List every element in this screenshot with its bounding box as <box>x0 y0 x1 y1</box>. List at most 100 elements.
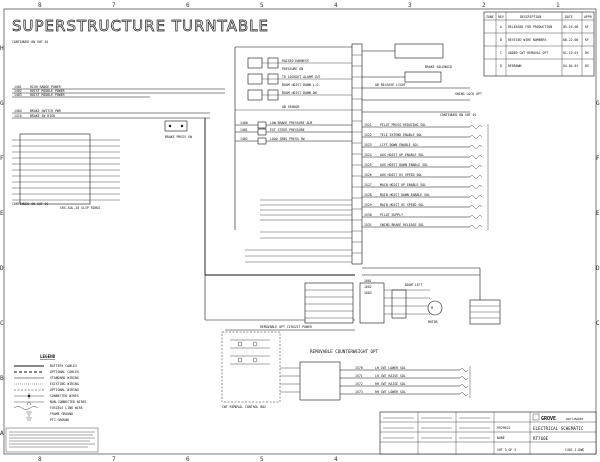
continued-label-right-top: CONTINUED ON SHT 01 <box>440 113 477 117</box>
drawing-model: RT760E <box>533 436 549 441</box>
solenoid-wire: 1526 <box>364 173 372 177</box>
grid-col-6-bottom: 6 <box>186 456 190 462</box>
counterweight-title: REMOVABLE COUNTERWEIGHT OPT <box>310 349 379 354</box>
legend-item: STANDARD WIRING <box>50 376 79 380</box>
legend-item: BATTERY CABLES <box>50 364 77 368</box>
grid-col-3: 3 <box>408 2 412 9</box>
cwt-wire: 1573 <box>355 390 363 394</box>
module-label: BOOM HOIST DOWN L.O. <box>282 83 320 87</box>
legend-title: LEGEND <box>40 354 56 359</box>
rev-desc: REVISED WIRE NUMBERS <box>508 38 546 42</box>
grid-row-c-right: C <box>596 320 600 327</box>
sensor-lines: 1480 LOW BRAKE PRESSURE ALM 1481 EXT STE… <box>235 121 355 145</box>
grid-col-5-bottom: 5 <box>260 456 264 462</box>
rev-header: REV <box>498 15 504 19</box>
module-label: BOOM HOIST DOWN DN <box>282 91 317 95</box>
solenoid-label: AUX HOIST DOWN ENABLE SOL <box>380 163 428 167</box>
legend-item: EXISTING WIRING <box>50 382 79 386</box>
continued-label-top-left: CONTINUED ON SHT 01 <box>12 40 49 44</box>
grid-col-8-bottom: 8 <box>38 456 42 462</box>
rev-desc: RELEASED FOR PRODUCTION <box>508 25 552 29</box>
right-top-label: BRAKE SOLENOID <box>425 65 452 69</box>
motor-label: MOTOR <box>428 320 438 324</box>
solenoid-wire: 1522 <box>364 133 372 137</box>
notes-block <box>5 427 99 453</box>
left-input-label: HIGH RANGE POWER <box>30 85 61 89</box>
sheet-border <box>3 8 597 455</box>
solenoid-label: AUX HOIST UP ENABLE SOL <box>380 153 424 157</box>
sheet-number: SHT 3 OF 3 <box>497 448 516 452</box>
boom-wire: 1601 <box>364 279 372 283</box>
rev-date: 08-22-00 <box>563 38 578 42</box>
solenoid-wire: 1529 <box>364 203 372 207</box>
cwt-label: LH CWT RAISE SOL <box>375 374 406 378</box>
grid-row-b: B <box>0 375 4 382</box>
module-label: RAISED HARNESS <box>282 59 309 63</box>
left-input-wire: 1402 <box>14 89 22 93</box>
grid-row-d: D <box>0 265 4 272</box>
counterweight-section: REMOVABLE COUNTERWEIGHT OPT CWT REMOVAL … <box>221 331 471 409</box>
mid-bus-label: REMOVABLE OPT CIRCUIT POWER <box>260 325 312 329</box>
cwt-label: RH CWT LOWER SOL <box>375 390 406 394</box>
boom-wire: 1602 <box>364 285 372 289</box>
legend-item: FRAME GROUND <box>50 412 73 416</box>
rev-desc: REDRAWN <box>508 64 522 68</box>
grid-col-4: 4 <box>334 2 338 9</box>
left-input-wire: 1401 <box>14 85 22 89</box>
rev-date: 05-16-00 <box>563 25 578 29</box>
legend-item: OPTIONAL WIRING <box>50 388 79 392</box>
grid-rows-right: G F E D C <box>596 100 600 327</box>
company-logo: GROVE <box>541 416 556 422</box>
central-connector <box>351 43 363 265</box>
grid-row-h: H <box>0 45 4 52</box>
cwt-wire: 1572 <box>355 382 363 386</box>
rev-header: APPR <box>584 15 592 19</box>
boom-lift-section: M MOTOR BOOM LIFT 1601 1602 1603 <box>359 267 501 325</box>
rev-date: 04-04-01 <box>563 64 578 68</box>
continued-label-mid-left: CONTINUED ON SHT 01 <box>12 202 49 206</box>
brake-switch: BRAKE PRESS SW <box>164 120 192 139</box>
grid-columns-bottom: 8 7 6 5 4 <box>38 456 338 462</box>
motor-symbol: M <box>431 306 433 310</box>
grid-row-c: C <box>0 320 4 327</box>
legend-item: FUSIBLE LINK WIRE <box>50 406 83 410</box>
left-input-wire: 1404 <box>14 109 22 113</box>
mid-relay-panel: REMOVABLE OPT CIRCUIT POWER <box>225 282 355 331</box>
solenoid-label: AUX HOIST HI SPEED SOL <box>380 173 422 177</box>
sensor-label: LOW BRAKE PRESSURE ALM <box>270 121 312 125</box>
solenoid-coils <box>469 124 489 230</box>
solenoid-list: 1521 PILOT PRESS REDUCING SOL 1522 TELE … <box>362 123 489 230</box>
module-label: PRESSURE ON <box>282 67 303 71</box>
left-input-label: HOIST MIDDLE POWER <box>30 89 65 93</box>
grid-row-g: G <box>0 100 4 107</box>
legend-item: NON-CONNECTED WIRES <box>50 400 87 404</box>
counterweight-box-label: CWT REMOVAL CONTROL BOX <box>222 405 266 409</box>
sensor-wire: 1481 <box>240 128 248 132</box>
grid-row-e: E <box>0 210 4 217</box>
rev-letter: A <box>500 25 502 29</box>
rev-appr: DS <box>585 64 589 68</box>
scale: NONE <box>497 436 505 440</box>
legend: LEGEND BATTERY CABLES OPTIONAL CABLES ST… <box>13 354 87 422</box>
legend-item: CONNECTED WIRES <box>50 394 79 398</box>
right-top-label: SWING LOCK OPT <box>455 92 482 96</box>
rev-header: ZONE <box>486 15 494 19</box>
rev-appr: DS <box>585 51 589 55</box>
right-top-label: AB RELEASE LIGHT <box>375 83 406 87</box>
sensor-label: LOAD SENS PRESS SW <box>270 137 305 141</box>
solenoid-label: TELE EXTEND ENABLE SOL <box>380 133 422 137</box>
cwt-label: LH CWT LOWER SOL <box>375 366 406 370</box>
company-sub: worldwide <box>566 417 583 421</box>
grid-col-6: 6 <box>186 2 190 9</box>
drawing-number: C401-1.DWG <box>565 448 584 452</box>
slip-ring-block: CONTINUED ON SHT 01 SRS-SOL-20 SLIP RING… <box>12 133 120 210</box>
grid-col-8: 8 <box>38 2 42 9</box>
grid-row-a: A <box>0 430 4 437</box>
left-input-label: BRAKE SWITCH PWR <box>30 109 61 113</box>
top-module-stack: RAISED HARNESS PRESSURE ON TO LOCKOUT AL… <box>234 46 355 230</box>
module-label: TO LOCKOUT ALARM CUT <box>282 75 320 79</box>
page-title: SUPERSTRUCTURE TURNTABLE <box>12 17 269 35</box>
boom-wire: 1603 <box>364 291 372 295</box>
rev-letter: D <box>500 64 502 68</box>
